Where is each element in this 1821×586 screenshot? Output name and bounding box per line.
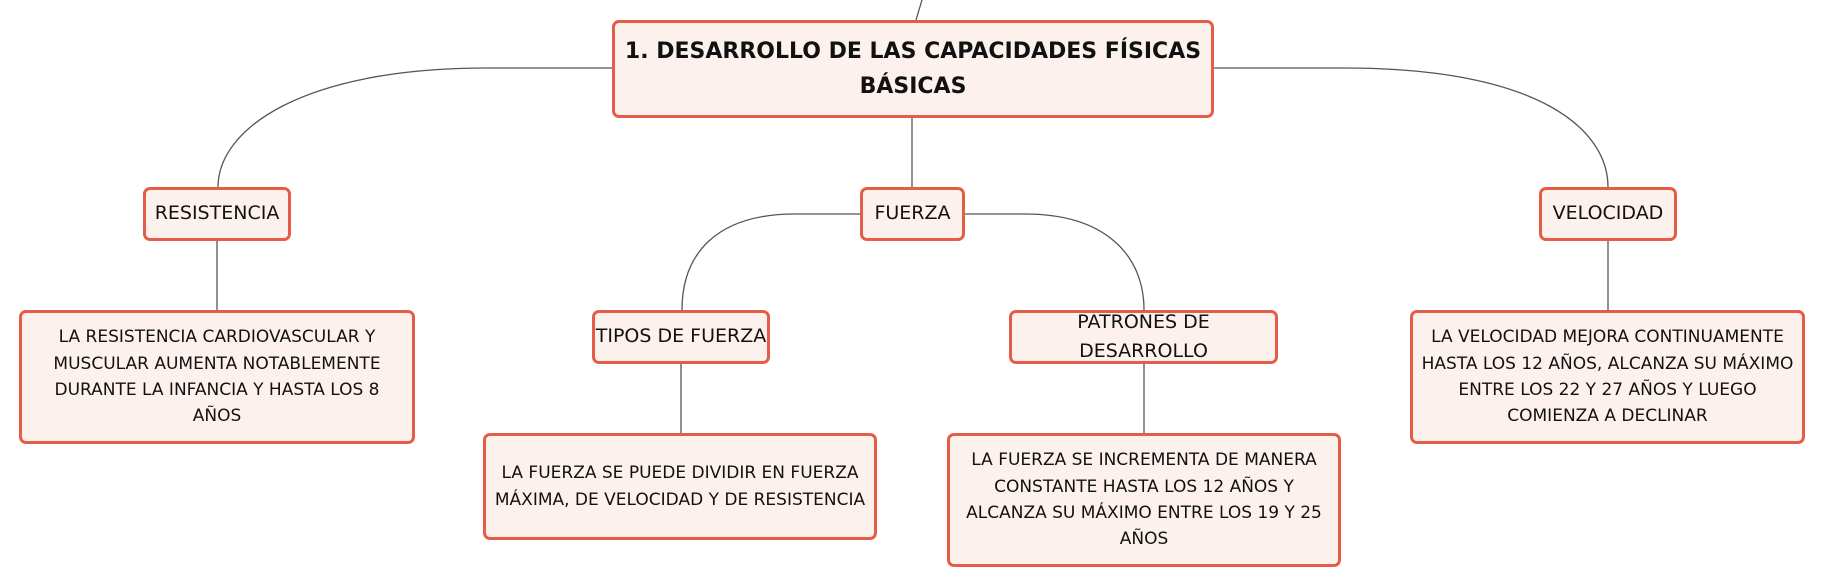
connector-fuerza-patrones [965, 213, 1145, 311]
topic-fuerza[interactable]: FUERZA [860, 187, 965, 241]
topic-resistencia[interactable]: RESISTENCIA [143, 187, 291, 241]
connector-root-velocidad [1214, 67, 1609, 188]
connector-root-parent [915, 0, 923, 21]
connector-root-resistencia [217, 67, 612, 188]
detail-velocidad-text: LA VELOCIDAD MEJORA CONTINUAMENTE HASTA … [1421, 327, 1794, 427]
connector-fuerza-tipos [681, 213, 860, 311]
subtopic-tipos-de-fuerza[interactable]: TIPOS DE FUERZA [592, 310, 770, 364]
topic-fuerza-label: FUERZA [874, 202, 951, 225]
detail-patrones-de-desarrollo-text: LA FUERZA SE INCREMENTA DE MANERA CONSTA… [966, 450, 1322, 550]
root-topic-label: 1. DESARROLLO DE LAS CAPACIDADES FÍSICAS… [624, 38, 1202, 99]
subtopic-patrones-de-desarrollo[interactable]: PATRONES DE DESARROLLO [1009, 310, 1278, 364]
topic-velocidad[interactable]: VELOCIDAD [1539, 187, 1677, 241]
subtopic-tipos-de-fuerza-label: TIPOS DE FUERZA [595, 325, 767, 348]
detail-patrones-de-desarrollo[interactable]: LA FUERZA SE INCREMENTA DE MANERA CONSTA… [947, 433, 1341, 567]
detail-tipos-de-fuerza-text: LA FUERZA SE PUEDE DIVIDIR EN FUERZA MÁX… [494, 463, 866, 510]
subtopic-patrones-de-desarrollo-label: PATRONES DE DESARROLLO [1077, 310, 1210, 362]
topic-resistencia-label: RESISTENCIA [154, 202, 280, 225]
detail-velocidad[interactable]: LA VELOCIDAD MEJORA CONTINUAMENTE HASTA … [1410, 310, 1805, 444]
detail-resistencia[interactable]: LA RESISTENCIA CARDIOVASCULAR Y MUSCULAR… [19, 310, 415, 444]
detail-resistencia-text: LA RESISTENCIA CARDIOVASCULAR Y MUSCULAR… [53, 327, 381, 427]
topic-velocidad-label: VELOCIDAD [1552, 202, 1664, 225]
root-topic[interactable]: 1. DESARROLLO DE LAS CAPACIDADES FÍSICAS… [612, 20, 1214, 118]
detail-tipos-de-fuerza[interactable]: LA FUERZA SE PUEDE DIVIDIR EN FUERZA MÁX… [483, 433, 877, 540]
